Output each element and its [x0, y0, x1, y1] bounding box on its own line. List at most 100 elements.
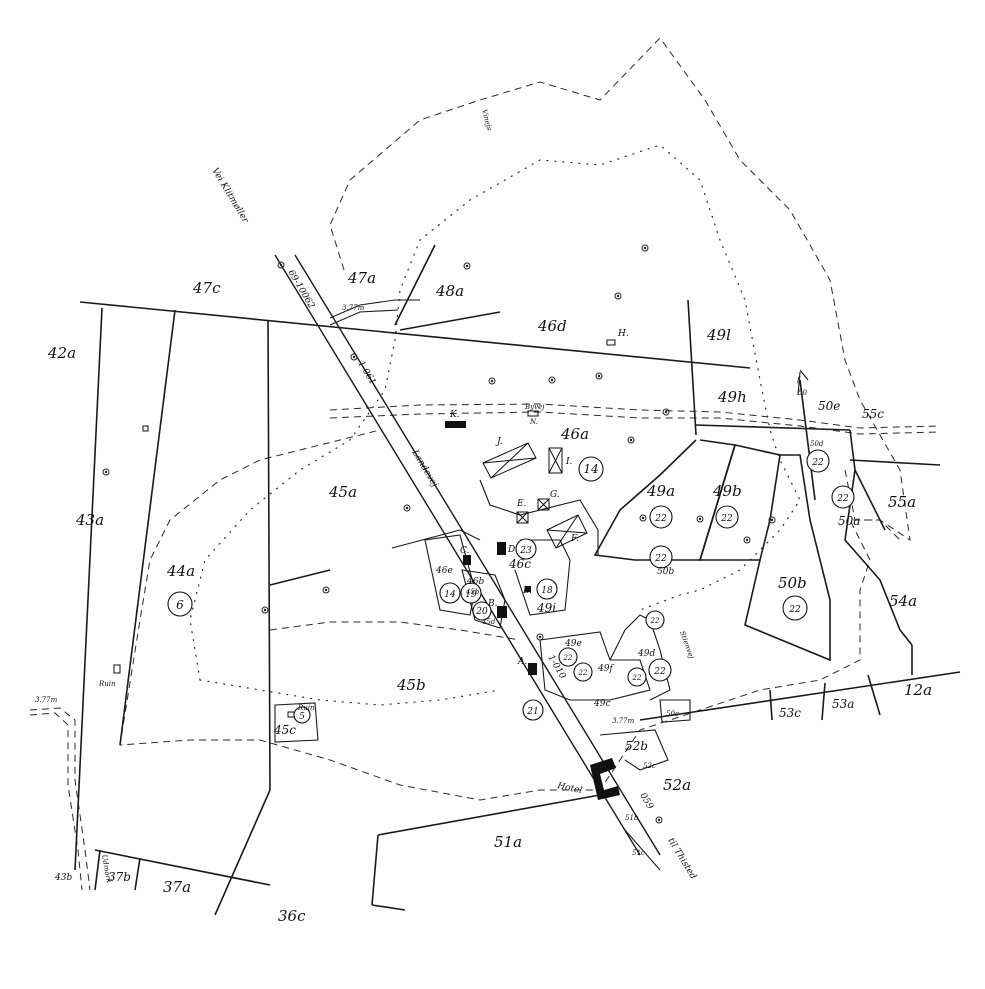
building-e	[516, 511, 529, 524]
svg-text:14: 14	[444, 590, 456, 600]
parcel-label-53a: 53a	[832, 697, 854, 711]
circled-number-22-h: 22	[558, 647, 578, 667]
line-49b-east-small	[799, 369, 809, 381]
building-letter-h: H.	[617, 329, 629, 339]
svg-text:18: 18	[541, 586, 553, 596]
label-small-51b: 51b	[625, 814, 639, 822]
building-letter-d: D.	[507, 545, 518, 555]
building-hotel	[590, 758, 620, 800]
label-ruin-left: Ruin	[98, 680, 116, 688]
building-c	[463, 555, 471, 565]
svg-text:22: 22	[578, 669, 588, 677]
parcel-label-49l: 49l	[706, 326, 731, 344]
parcel-label-45c: 45c	[273, 723, 296, 737]
survey-label-bottom: 059	[637, 791, 655, 811]
parcel-label-48a: 48a	[435, 282, 464, 300]
svg-text:22: 22	[650, 617, 660, 625]
parcel-52b-outline	[599, 729, 669, 771]
parcel-label-54a: 54a	[889, 592, 917, 610]
parcel-label-36c: 36c	[278, 907, 306, 925]
circled-number-22-d: 22	[715, 505, 739, 529]
parcel-50c-small	[659, 699, 691, 723]
line-45a-west	[267, 319, 271, 791]
fence-x-line-south	[199, 679, 501, 706]
line-53a-east	[867, 674, 881, 716]
circled-number-14-b: 14	[439, 582, 461, 604]
svg-text:22: 22	[836, 494, 849, 504]
building-letter-f: F.	[570, 534, 579, 544]
circled-number-22-a: 22	[806, 449, 830, 473]
parcel-label-42a: 42a	[47, 344, 76, 362]
circled-number-22-b: 22	[831, 485, 855, 509]
circled-number-5: 5	[293, 706, 311, 724]
line-south-boundary	[639, 671, 961, 721]
line-37a	[94, 849, 271, 886]
label-stienvej: Stienvej	[678, 630, 696, 661]
building-l	[525, 586, 531, 592]
north-river-line	[329, 299, 420, 319]
parcel-label-49b: 49b	[712, 482, 742, 500]
west-boundary	[74, 307, 103, 871]
label-small-50d2: 50d	[810, 440, 824, 448]
label-vinejs: Vinejs	[480, 108, 493, 131]
building-i	[548, 447, 563, 474]
track-dashed-east	[329, 403, 941, 429]
building-letter-k: K.	[449, 410, 460, 420]
circled-number-22-f: 22	[782, 595, 808, 621]
parcel-label-45b: 45b	[396, 676, 426, 694]
svg-text:23: 23	[519, 546, 532, 556]
building-letter-b: B.	[487, 599, 498, 609]
path-46c	[459, 529, 481, 541]
svg-text:22: 22	[811, 458, 824, 468]
parcel-label-52b: 52b	[625, 739, 648, 753]
building-letter-c: C.	[460, 546, 470, 556]
ruin-small-marker	[287, 711, 295, 718]
measurement-left: 3.77m	[35, 696, 58, 704]
circled-number-22-e: 22	[649, 545, 673, 569]
parcel-label-12a: 12a	[904, 681, 932, 699]
parcel-label-44a: 44a	[166, 562, 195, 580]
parcel-label-46b: 46b	[466, 577, 484, 587]
line-50e	[799, 379, 816, 501]
circled-number-14-a: 14	[578, 456, 604, 482]
building-k	[445, 421, 466, 428]
outer-boundary-dashed	[119, 37, 911, 801]
parcel-label-46d: 46d	[537, 317, 567, 335]
road-south-extension	[624, 829, 661, 871]
svg-text:20: 20	[475, 607, 488, 617]
parcel-label-51a: 51a	[494, 833, 522, 851]
svg-text:19: 19	[465, 590, 477, 600]
parcel-label-37a: 37a	[163, 878, 191, 896]
parcel-50a-outline	[844, 429, 913, 646]
parcel-label-53c: 53c	[779, 706, 801, 720]
line-43a-44a	[119, 309, 176, 746]
line-51a	[377, 794, 601, 836]
line-50d-f	[797, 371, 801, 396]
parcel-label-50b-small: 50b	[657, 567, 674, 577]
building-letter-l: L.	[522, 586, 532, 596]
circled-number-18: 18	[536, 578, 558, 600]
building-n	[527, 410, 539, 417]
ruin-left-marker	[113, 664, 121, 674]
building-letter-e: E.	[516, 499, 527, 509]
road-label-to-north: Vei Klitmøller	[209, 166, 250, 225]
fence-x-line	[189, 144, 801, 681]
line-55c	[849, 459, 941, 466]
label-small-51c: 51c	[632, 849, 645, 857]
svg-text:22: 22	[563, 654, 573, 662]
svg-text:14: 14	[583, 462, 598, 476]
parcel-label-49f: 49f	[597, 664, 614, 674]
parcel-label-46c: 46c	[508, 557, 531, 571]
parcel-50b-outline	[744, 454, 831, 662]
parcel-label-55a: 55a	[888, 493, 916, 511]
building-letter-j: J.	[495, 437, 503, 447]
line-49h	[695, 424, 851, 431]
parcel-label-49e: 49e	[564, 639, 582, 649]
parcel-49b-outline	[698, 444, 781, 561]
parcel-label-37b: 37b	[108, 870, 131, 884]
inner-dashed-track	[269, 621, 521, 641]
svg-text:22: 22	[653, 667, 666, 677]
parcel-label-55c: 55c	[862, 407, 884, 421]
label-small-45d: 45d	[481, 618, 496, 626]
